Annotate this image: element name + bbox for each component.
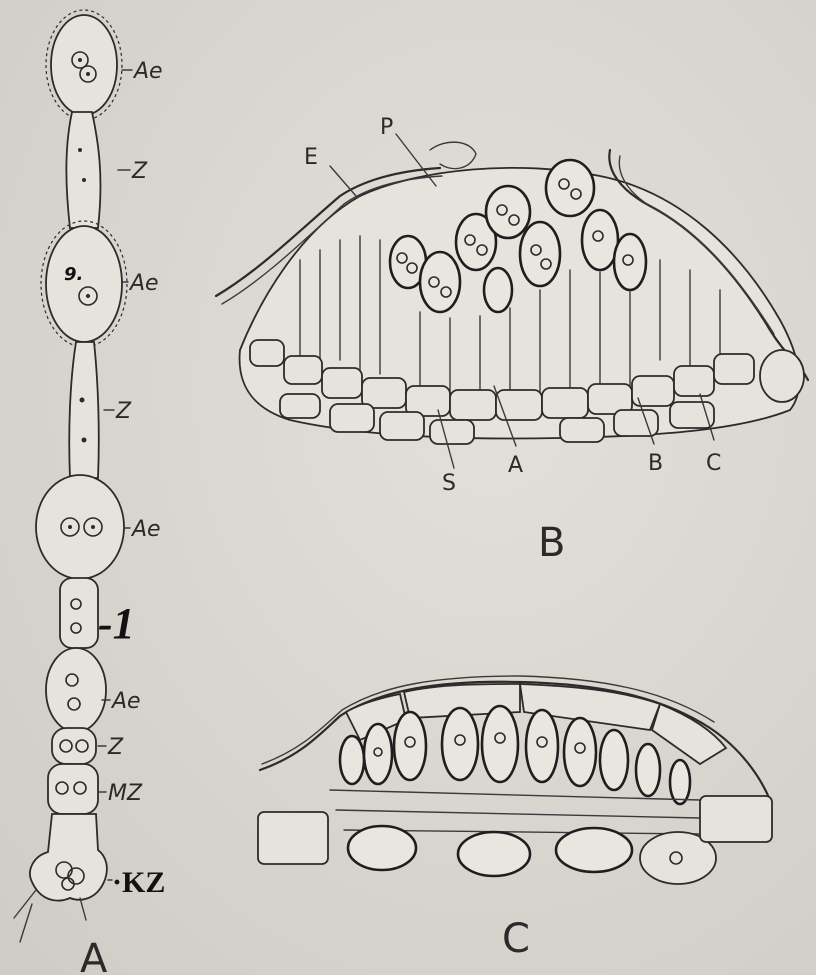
- panel-a-top-cell: [51, 15, 117, 115]
- panel-c-right-cell: [700, 796, 772, 842]
- panel-a-z-cell: [52, 728, 96, 764]
- panel-label-a: A: [80, 936, 108, 975]
- panel-c-basal-cell: [556, 828, 632, 872]
- panel-c-basal-cell: [348, 826, 416, 870]
- label-z-1: Z: [131, 159, 148, 184]
- label-mz: MZ: [108, 781, 143, 806]
- panel-b-paraphysis-tip: [430, 142, 476, 168]
- label-ae-1: Ae: [132, 59, 163, 84]
- panel-a-foot-cell: [30, 814, 107, 901]
- label-z-3: Z: [107, 735, 124, 760]
- panel-a-stalk-1: [66, 112, 100, 228]
- label-p: P: [380, 115, 393, 140]
- panel-c-drawing: [258, 676, 772, 884]
- panel-a-lower-cell: [46, 648, 106, 732]
- label-b: B: [648, 451, 663, 476]
- label-a: A: [508, 453, 523, 478]
- panel-c-basal-cell: [458, 832, 530, 876]
- panel-a-third-cell: [36, 475, 124, 579]
- panel-b-drawing: [216, 134, 808, 468]
- label-e: E: [304, 145, 318, 170]
- label-z-2: Z: [115, 399, 132, 424]
- panel-a-stalk-2: [69, 342, 99, 478]
- label-ae-4: Ae: [110, 689, 141, 714]
- label-s: S: [442, 471, 456, 496]
- panel-a-second-cell: [46, 226, 122, 342]
- panel-c-left-cell: [258, 812, 328, 864]
- label-ae-2: Ae: [128, 271, 159, 296]
- panel-a-segment: [60, 578, 98, 648]
- label-c: C: [706, 451, 721, 476]
- mark-kz: ·KZ: [112, 866, 165, 899]
- label-ae-3: Ae: [130, 517, 161, 542]
- mark-nine: 9.: [64, 264, 83, 285]
- panel-label-b: B: [538, 520, 565, 566]
- panel-label-c: C: [502, 916, 530, 962]
- mark-one: -1: [98, 599, 135, 648]
